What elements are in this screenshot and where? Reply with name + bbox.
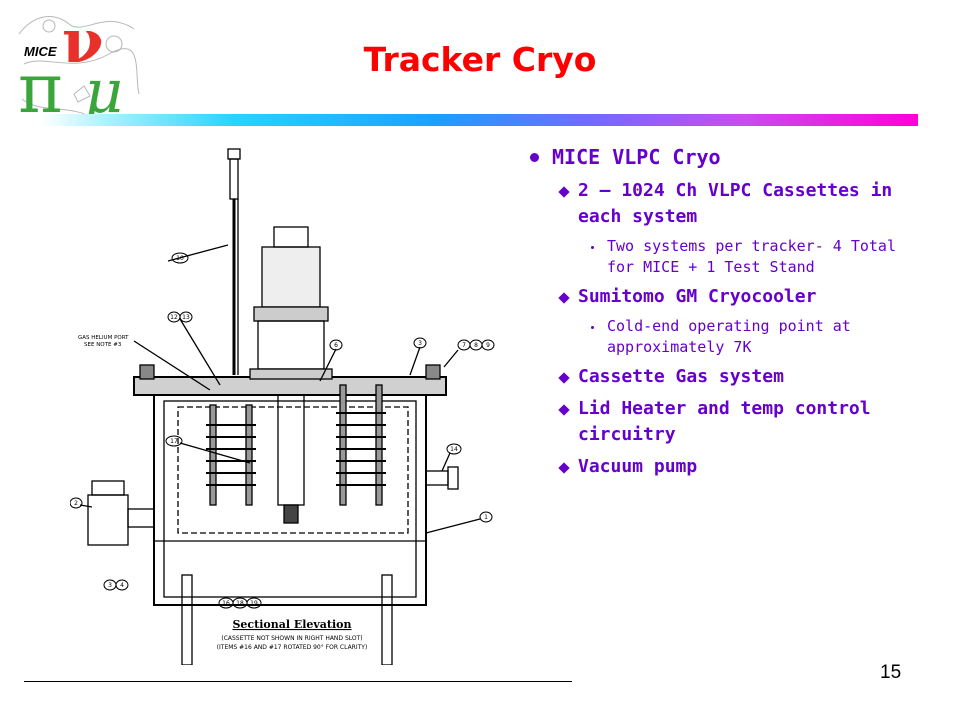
bullet-diamond-icon <box>558 292 570 304</box>
bullet-diamond-icon <box>558 404 570 416</box>
callout-label: 4 <box>120 582 124 589</box>
bullet-diamond-icon <box>558 186 570 198</box>
drawing-lid-flange <box>133 376 447 396</box>
drawing-valve <box>87 494 129 546</box>
page-title: Tracker Cryo <box>363 40 597 79</box>
bullet-item-text: Vacuum pump <box>578 456 698 477</box>
bullet-item: Cassette Gas system <box>524 364 904 390</box>
bullet-subitem: Two systems per tracker- 4 Total for MIC… <box>524 236 904 278</box>
bullet-item-text: Lid Heater and temp control circuitry <box>578 398 871 445</box>
mice-logo: MICE π ν μ <box>18 7 140 126</box>
bullet-dot-icon <box>530 153 539 162</box>
bullet-main: MICE VLPC Cryo <box>524 142 904 172</box>
bullet-item-text: 2 – 1024 Ch VLPC Cassettes in each syste… <box>578 180 893 227</box>
bullet-main-text: MICE VLPC Cryo <box>552 145 721 169</box>
gas-port-label: GAS HELIUM PORT <box>78 335 129 341</box>
callout-label: 10 <box>176 255 184 262</box>
callout-label: 2 <box>74 500 78 507</box>
drawing-leg <box>381 574 393 665</box>
callout-label: 8 <box>474 342 478 349</box>
logo-pi-letter: π <box>18 50 63 126</box>
drawing-caption-title: Sectional Elevation <box>232 618 351 631</box>
bullet-item: Lid Heater and temp control circuitry <box>524 396 904 448</box>
bullet-item-text: Cassette Gas system <box>578 366 784 387</box>
bullet-subitem-text: Two systems per tracker- 4 Total for MIC… <box>607 237 896 276</box>
callout-label: 9 <box>486 342 490 349</box>
bullet-diamond-icon <box>558 462 570 474</box>
bullet-list: MICE VLPC Cryo 2 – 1024 Ch VLPC Cassette… <box>524 142 904 480</box>
bullet-item-text: Sumitomo GM Cryocooler <box>578 286 817 307</box>
logo-mice-text: MICE <box>24 44 57 59</box>
drawing-leg <box>181 574 193 665</box>
bullet-subitem: Cold-end operating point at approximatel… <box>524 316 904 358</box>
bullet-item: Vacuum pump <box>524 454 904 480</box>
logo-nu-letter: ν <box>62 7 104 77</box>
title-gradient-bar <box>40 114 918 126</box>
bullet-diamond-icon <box>558 372 570 384</box>
bullet-subitem-text: Cold-end operating point at approximatel… <box>607 317 851 356</box>
bullet-item: Sumitomo GM Cryocooler <box>524 284 904 310</box>
callout-label: 6 <box>334 342 338 349</box>
callout-label: 7 <box>462 342 466 349</box>
callout-label: 18 <box>236 600 244 607</box>
bullet-small-dot-icon <box>591 326 594 329</box>
callout-label: 13 <box>182 314 190 321</box>
callout-label: 3 <box>418 340 422 347</box>
callout-label: 14 <box>450 446 458 453</box>
drawing-caption-line2: (ITEMS #16 AND #17 ROTATED 90° FOR CLARI… <box>217 644 368 651</box>
callout-label: 16 <box>222 600 230 607</box>
page-number: 15 <box>880 662 902 683</box>
bullet-item: 2 – 1024 Ch VLPC Cassettes in each syste… <box>524 178 904 230</box>
footer-rule <box>24 681 572 682</box>
drawing-caption-line1: (CASSETTE NOT SHOWN IN RIGHT HAND SLOT) <box>221 635 362 642</box>
cryostat-sectional-drawing: 10 12 13 6 3 7 8 9 17 2 14 1 3 4 16 18 1… <box>70 148 495 665</box>
callout-label: 17 <box>170 438 178 445</box>
drawing-cold-head <box>277 394 305 506</box>
callout-label: 3 <box>108 582 112 589</box>
callout-label: 19 <box>250 600 258 607</box>
gas-port-note: SEE NOTE #3 <box>84 342 122 348</box>
logo-sketch-background <box>18 16 140 120</box>
bullet-small-dot-icon <box>591 246 594 249</box>
callout-label: 1 <box>484 514 488 521</box>
callout-label: 12 <box>170 314 178 321</box>
